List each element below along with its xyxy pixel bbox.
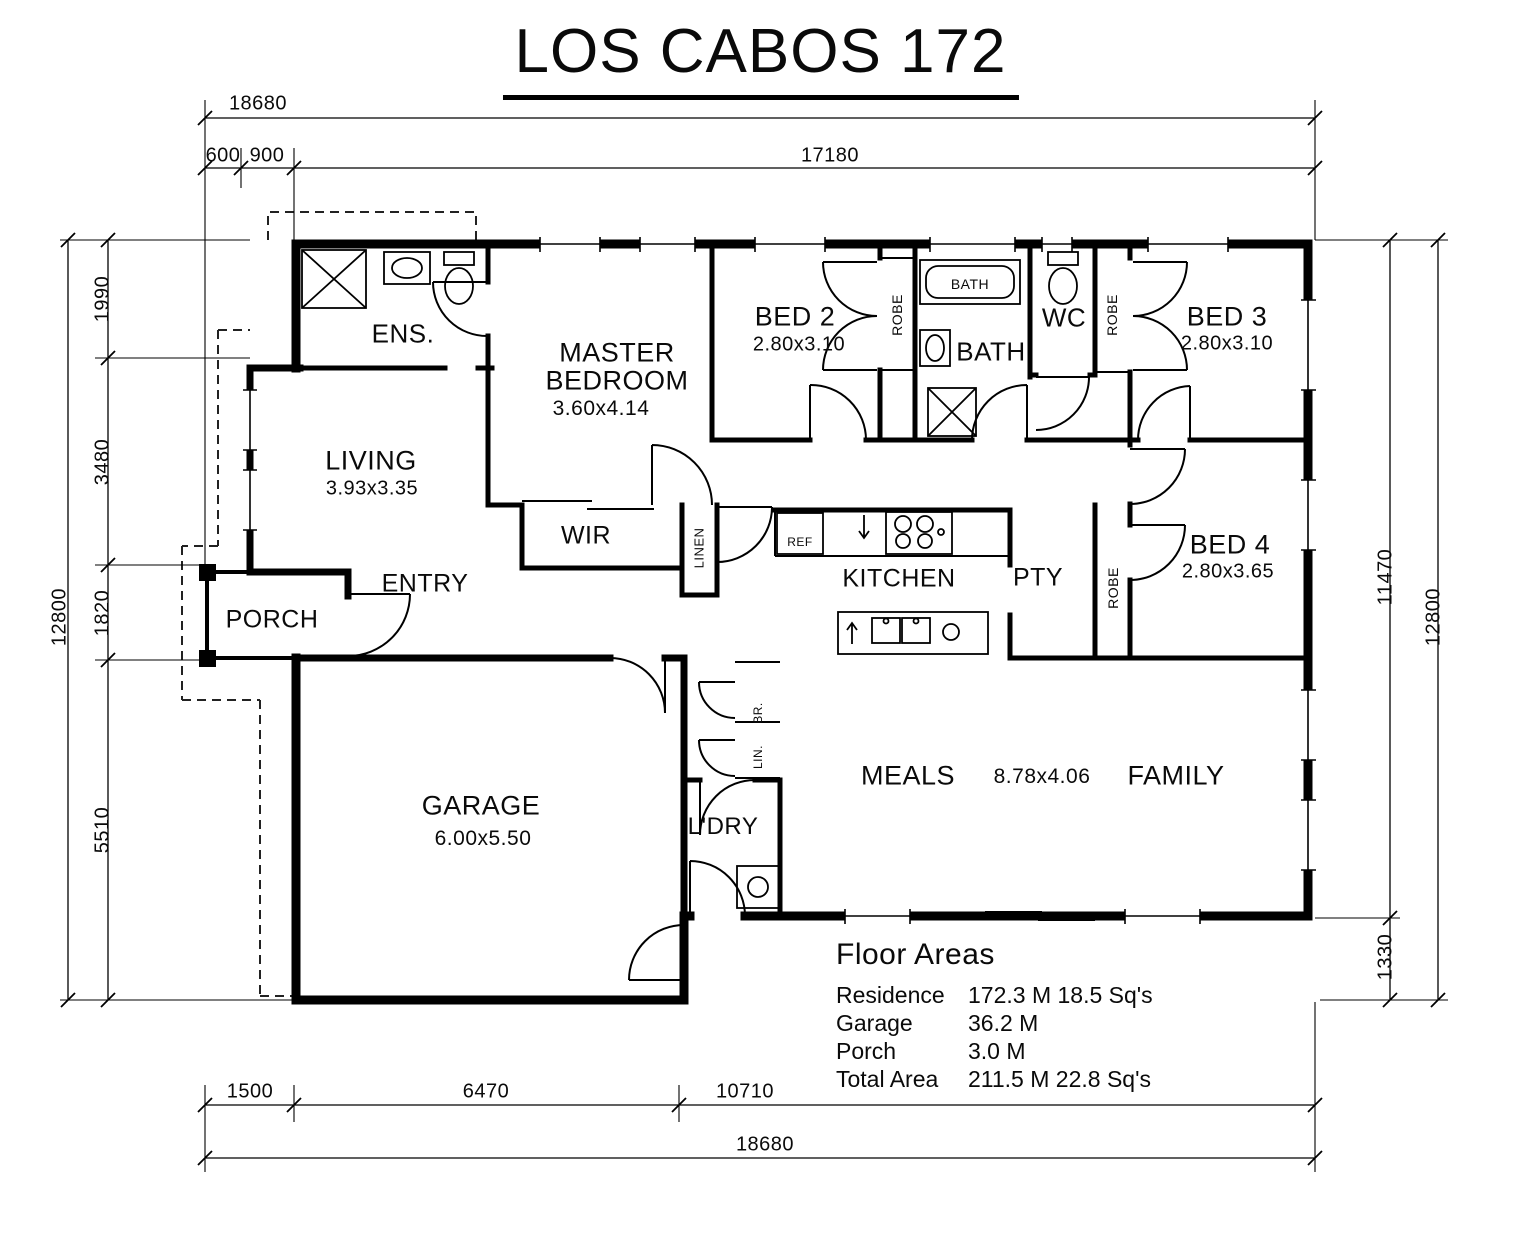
island-bench — [837, 611, 989, 655]
room-size-bed2: 2.80x3.10 — [752, 333, 846, 356]
room-size-garage: 6.00x5.50 — [434, 827, 532, 850]
floor-area-row-value: 36.2 M — [968, 1010, 1039, 1036]
walls-structural — [246, 364, 688, 1004]
room-label-bed3: BED 3 — [1186, 301, 1268, 332]
dim-bottom-6470: 6470 — [462, 1080, 510, 1103]
floor-area-row-value: 172.3 M 18.5 Sq's — [968, 982, 1153, 1008]
bathtub-label: BATH — [950, 276, 990, 292]
dim-left-5510: 5510 — [91, 806, 114, 854]
floor-areas-table: Residence 172.3 M 18.5 Sq's Garage 36.2 … — [836, 982, 1153, 1093]
floor-areas-heading: Floor Areas — [836, 938, 995, 971]
dim-top-overall: 18680 — [228, 92, 288, 115]
detail-lines — [522, 257, 1130, 921]
floor-area-row-label: Residence — [836, 982, 945, 1008]
floor-area-row-value: 3.0 M — [968, 1038, 1026, 1064]
sink-icon — [919, 329, 951, 367]
dim-top-600: 600 — [205, 144, 241, 167]
dim-left-1820: 1820 — [91, 589, 114, 637]
toilet-icon — [443, 251, 475, 305]
dim-left-3480: 3480 — [91, 438, 114, 486]
dim-right-1330: 1330 — [1374, 933, 1397, 981]
room-label-ensuite: ENS. — [371, 318, 435, 349]
shower-icon — [301, 249, 367, 309]
dim-bottom-10710: 10710 — [715, 1080, 775, 1103]
porch-structure — [199, 564, 296, 667]
room-label-family: FAMILY — [1127, 760, 1225, 791]
dim-top-900: 900 — [249, 144, 285, 167]
toilet-icon — [1047, 251, 1079, 305]
robe-label-bed4: ROBE — [1105, 567, 1121, 609]
room-size-master-bedroom: 3.60x4.14 — [552, 397, 650, 420]
room-label-entry: ENTRY — [381, 569, 469, 598]
laundry-tub-icon — [736, 865, 780, 909]
sink-icon — [383, 251, 431, 285]
laundry-fixtures — [736, 865, 780, 909]
room-size-living: 3.93x3.35 — [325, 477, 419, 500]
door-arcs — [347, 261, 1191, 981]
dimension-ticks — [60, 110, 1446, 1166]
room-label-bed2: BED 2 — [754, 301, 836, 332]
room-label-bath: BATH — [956, 336, 1026, 367]
room-label-meals: MEALS — [860, 760, 956, 791]
dim-left-overall: 12800 — [48, 587, 71, 647]
dim-top-17180: 17180 — [800, 144, 860, 167]
room-label-wir: WIR — [560, 521, 612, 550]
robe-label-bed2: ROBE — [889, 294, 905, 336]
room-label-laundry: L'DRY — [687, 813, 759, 840]
roof-dashed-line — [181, 211, 477, 997]
room-label-porch: PORCH — [225, 605, 319, 634]
wc-fixtures — [1047, 251, 1079, 305]
dishwasher-arrow-icon — [858, 515, 870, 540]
room-size-bed3: 2.80x3.10 — [1180, 332, 1274, 355]
robe-label-bed3: ROBE — [1104, 294, 1120, 336]
floor-area-row-value: 211.5 M 22.8 Sq's — [968, 1066, 1151, 1092]
shower-icon — [927, 387, 977, 437]
room-label-master-bedroom: MASTER BEDROOM — [545, 337, 689, 396]
fridge-box — [776, 512, 824, 555]
floor-areas-block: Floor Areas Residence 172.3 M 18.5 Sq's … — [836, 938, 1153, 1093]
room-size-meals-family: 8.78x4.06 — [993, 765, 1091, 788]
fridge-label: REF — [787, 535, 813, 549]
room-size-bed4: 2.80x3.65 — [1181, 560, 1275, 583]
dim-bottom-1500: 1500 — [226, 1080, 274, 1103]
room-label-living: LIVING — [325, 445, 417, 476]
kitchen-fixtures — [776, 511, 989, 655]
windows — [243, 237, 1316, 924]
floor-area-row-label: Porch — [836, 1038, 897, 1064]
room-label-wc: WC — [1041, 302, 1087, 333]
room-label-bed4: BED 4 — [1189, 529, 1271, 560]
room-label-garage: GARAGE — [421, 790, 541, 821]
dim-right-overall: 12800 — [1422, 587, 1445, 647]
walls-interior — [293, 241, 1311, 919]
dim-bottom-overall: 18680 — [735, 1133, 795, 1156]
extension-lines — [60, 100, 1448, 1172]
dimension-lines — [67, 117, 1439, 1159]
broom-closet-label: BR. — [751, 702, 765, 724]
linen-label: LINEN — [691, 527, 707, 569]
walls-exterior — [291, 239, 1313, 1005]
floor-area-row-label: Total Area — [836, 1066, 939, 1092]
bathroom-fixtures — [919, 259, 1021, 437]
cooktop-icon — [885, 511, 953, 555]
dim-right-11470: 11470 — [1374, 548, 1397, 606]
room-label-pantry: PTY — [1012, 563, 1064, 592]
plan-title: LOS CABOS 172 — [502, 16, 1019, 100]
floor-area-row-label: Garage — [836, 1010, 913, 1036]
linen-closet-label: LIN. — [751, 744, 765, 770]
dim-left-1990: 1990 — [91, 275, 114, 323]
ensuite-fixtures — [301, 249, 475, 309]
room-label-kitchen: KITCHEN — [842, 564, 956, 593]
bathtub-icon — [919, 259, 1021, 305]
